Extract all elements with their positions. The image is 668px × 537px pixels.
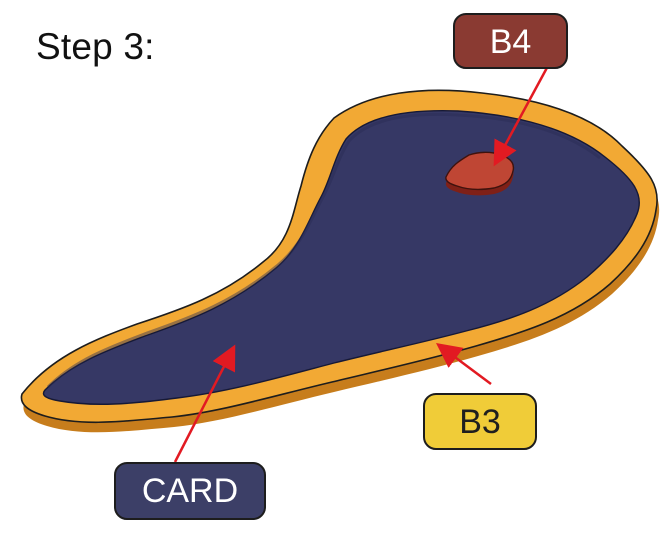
step-title: Step 3: [36,26,155,67]
b4-label-text: B4 [490,23,532,61]
card-label: CARD [114,462,266,520]
card-arrow [173,344,236,463]
b4-arrow [493,63,551,167]
b3-arrow [435,343,492,386]
water-edge [46,112,601,389]
card-label-text: CARD [142,472,238,510]
b3-label: B3 [423,393,537,450]
b4-label: B4 [453,13,568,69]
b3-label-text: B3 [459,403,501,441]
